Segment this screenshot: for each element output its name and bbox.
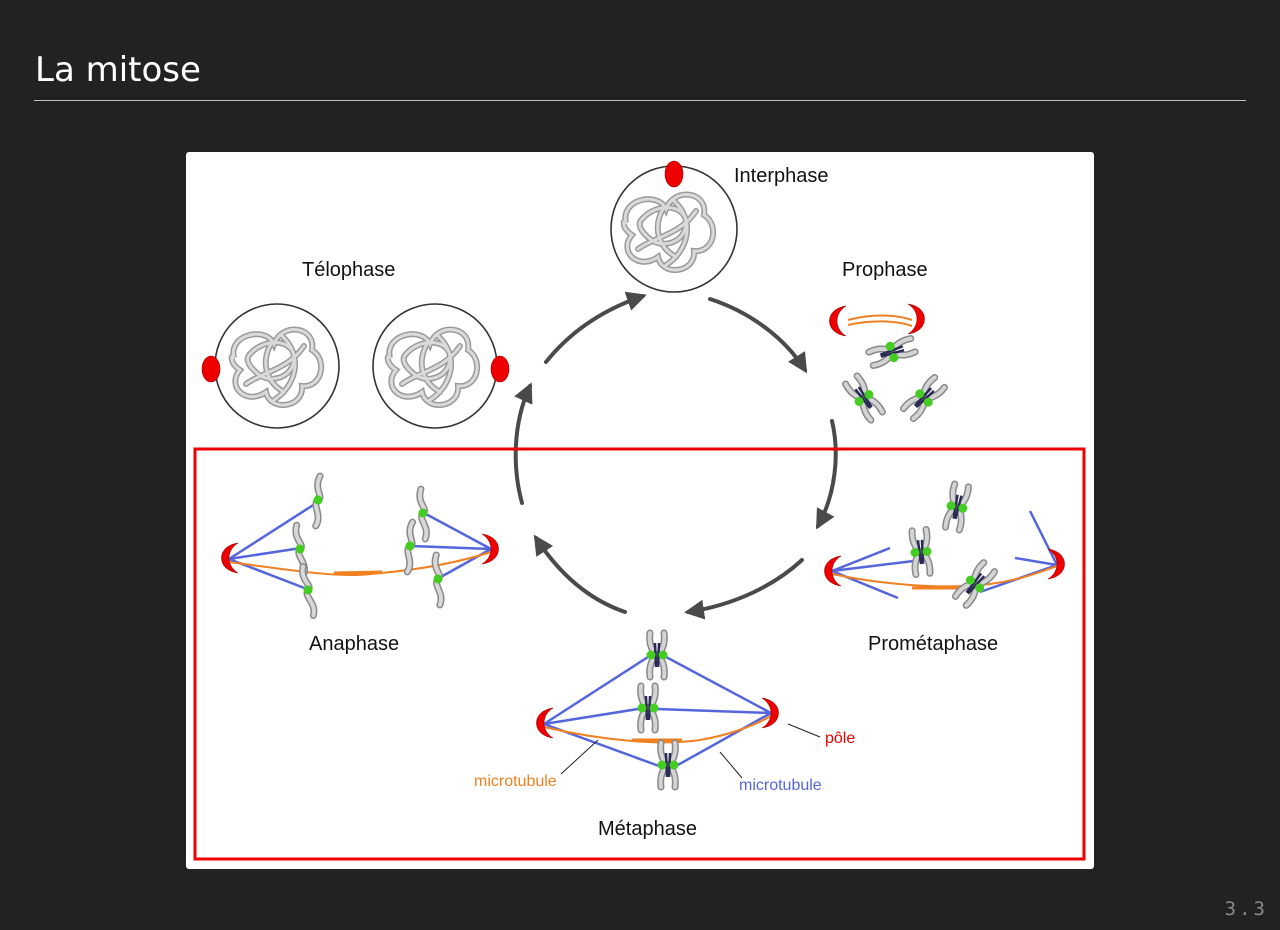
- prophase-cell: [829, 303, 947, 422]
- prometaphase-label: Prométaphase: [868, 633, 998, 655]
- page-number: 3.3: [1224, 898, 1268, 920]
- interphase-label: Interphase: [734, 165, 829, 187]
- metaphase-label: Métaphase: [598, 818, 697, 840]
- mitosis-diagram: Interphase Prophase Télophase: [186, 152, 1094, 869]
- slide-title: La mitose: [35, 50, 201, 90]
- microtubule-annotation-blue: microtubule: [739, 777, 822, 794]
- telophase-cells: [201, 303, 510, 429]
- anaphase-cell: [221, 476, 499, 617]
- metaphase-cell: [536, 633, 821, 787]
- pole-annotation: pôle: [825, 730, 855, 747]
- anaphase-label: Anaphase: [309, 633, 399, 655]
- prophase-label: Prophase: [842, 259, 928, 281]
- interphase-cell: [610, 160, 738, 293]
- telophase-label: Télophase: [302, 259, 395, 281]
- microtubule-annotation-orange: microtubule: [474, 773, 557, 790]
- highlight-box: [193, 447, 1086, 861]
- cycle-arrows: [513, 291, 838, 620]
- prometaphase-cell: [824, 483, 1065, 607]
- title-divider: [34, 100, 1246, 101]
